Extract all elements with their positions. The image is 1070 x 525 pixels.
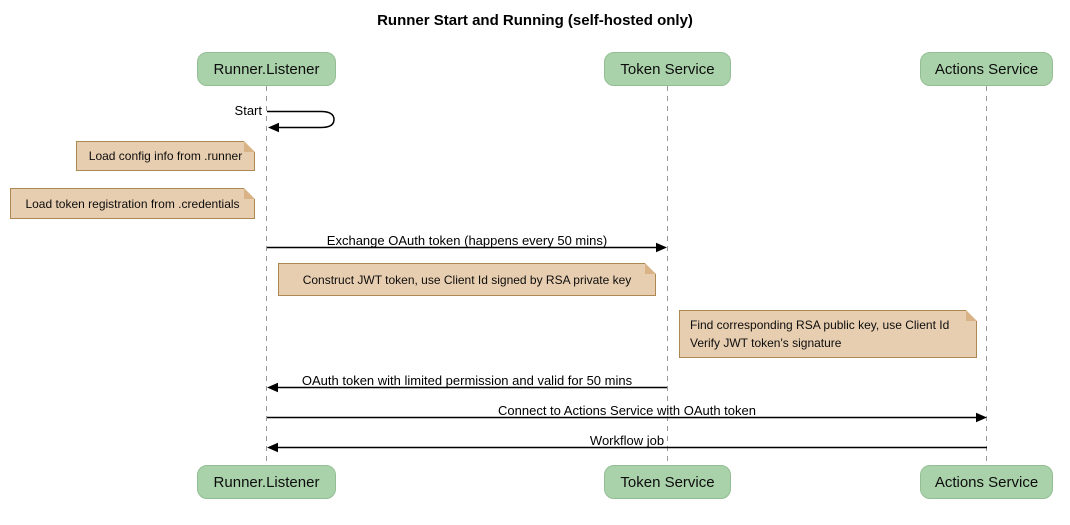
message-connect-label: Connect to Actions Service with OAuth to… bbox=[498, 403, 756, 418]
participant-label: Token Service bbox=[620, 60, 715, 78]
note-load-token-registration: Load token registration from .credential… bbox=[10, 188, 255, 219]
message-workflow-arrowhead bbox=[267, 442, 278, 453]
note-load-config: Load config info from .runner bbox=[76, 141, 255, 171]
participant-label: Actions Service bbox=[934, 473, 1039, 491]
note-text-line2: Verify JWT token's signature bbox=[690, 336, 842, 350]
participant-label: Runner.Listener bbox=[213, 473, 320, 491]
note-text-line1: Find corresponding RSA public key, use C… bbox=[690, 318, 950, 332]
participant-actions-service-top: Actions Service bbox=[920, 52, 1053, 86]
participant-actions-service-bottom: Actions Service bbox=[920, 465, 1053, 499]
participant-runner-listener-bottom: Runner.Listener bbox=[197, 465, 336, 499]
message-connect-arrowhead bbox=[976, 412, 987, 423]
participant-token-service-bottom: Token Service bbox=[604, 465, 731, 499]
message-workflow-label: Workflow job bbox=[589, 433, 665, 448]
participant-label: Actions Service bbox=[934, 60, 1039, 78]
participant-runner-listener-top: Runner.Listener bbox=[197, 52, 336, 86]
message-exchange-label: Exchange OAuth token (happens every 50 m… bbox=[326, 233, 608, 248]
diagram-title: Runner Start and Running (self-hosted on… bbox=[377, 12, 693, 29]
message-oauth-return-label: OAuth token with limited permission and … bbox=[301, 373, 633, 388]
participant-token-service-top: Token Service bbox=[604, 52, 731, 86]
self-message-start-arrowhead bbox=[268, 122, 279, 133]
participant-label: Token Service bbox=[620, 473, 715, 491]
note-text: Load config info from .runner bbox=[88, 149, 243, 163]
note-find-rsa-verify: Find corresponding RSA public key, use C… bbox=[679, 310, 977, 358]
note-text: Construct JWT token, use Client Id signe… bbox=[302, 272, 632, 287]
message-start-label: Start bbox=[234, 103, 262, 118]
note-construct-jwt: Construct JWT token, use Client Id signe… bbox=[278, 263, 656, 296]
message-exchange-arrowhead bbox=[656, 242, 667, 253]
message-oauth-return-arrowhead bbox=[267, 382, 278, 393]
note-text: Load token registration from .credential… bbox=[25, 196, 240, 211]
self-message-start-line bbox=[267, 110, 335, 129]
participant-label: Runner.Listener bbox=[213, 60, 320, 78]
